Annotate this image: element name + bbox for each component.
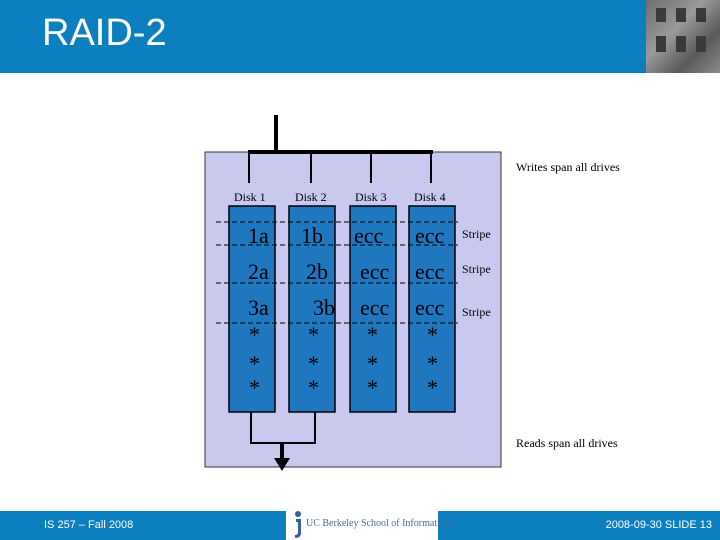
cell-ecc-2-3: ecc [360,259,389,285]
cell-1a: 1a [248,223,269,249]
cell-2b: 2b [306,259,328,285]
disk-2-asterisk-2: * [308,351,319,377]
course-label: IS 257 – Fall 2008 [44,519,133,531]
disk-4-asterisk-1: * [427,322,438,348]
cell-1b: 1b [301,223,323,249]
cell-3b: 3b [313,295,335,321]
cell-ecc-1-4: ecc [415,223,444,249]
disk-3-asterisk-1: * [367,322,378,348]
cell-3a: 3a [248,295,269,321]
disk-1-asterisk-1: * [249,322,260,348]
cell-ecc-1-3: ecc [354,223,383,249]
disk-2-label: Disk 2 [295,190,327,205]
disk-1-asterisk-3: * [249,375,260,401]
writes-label: Writes span all drives [516,160,620,175]
school-logo-text: UC Berkeley School of Information [306,518,450,529]
reads-label: Reads span all drives [516,436,618,451]
cell-ecc-3-3: ecc [360,295,389,321]
disk-4-asterisk-2: * [427,351,438,377]
disk-4-label: Disk 4 [414,190,446,205]
stripe-label-1: Stripe [462,227,491,242]
disk-2-asterisk-3: * [308,375,319,401]
disk-1-asterisk-2: * [249,351,260,377]
disk-3-asterisk-3: * [367,375,378,401]
disk-3-asterisk-2: * [367,351,378,377]
disk-3-label: Disk 3 [355,190,387,205]
cell-2a: 2a [248,259,269,285]
disk-2-asterisk-1: * [308,322,319,348]
stripe-label-2: Stripe [462,262,491,277]
cell-ecc-3-4: ecc [415,295,444,321]
date-slide-number: 2008-09-30 SLIDE 13 [606,519,712,531]
disk-4-asterisk-3: * [427,375,438,401]
stripe-label-3: Stripe [462,305,491,320]
cell-ecc-2-4: ecc [415,259,444,285]
ischool-logo-icon [290,509,306,539]
disk-1-label: Disk 1 [234,190,266,205]
